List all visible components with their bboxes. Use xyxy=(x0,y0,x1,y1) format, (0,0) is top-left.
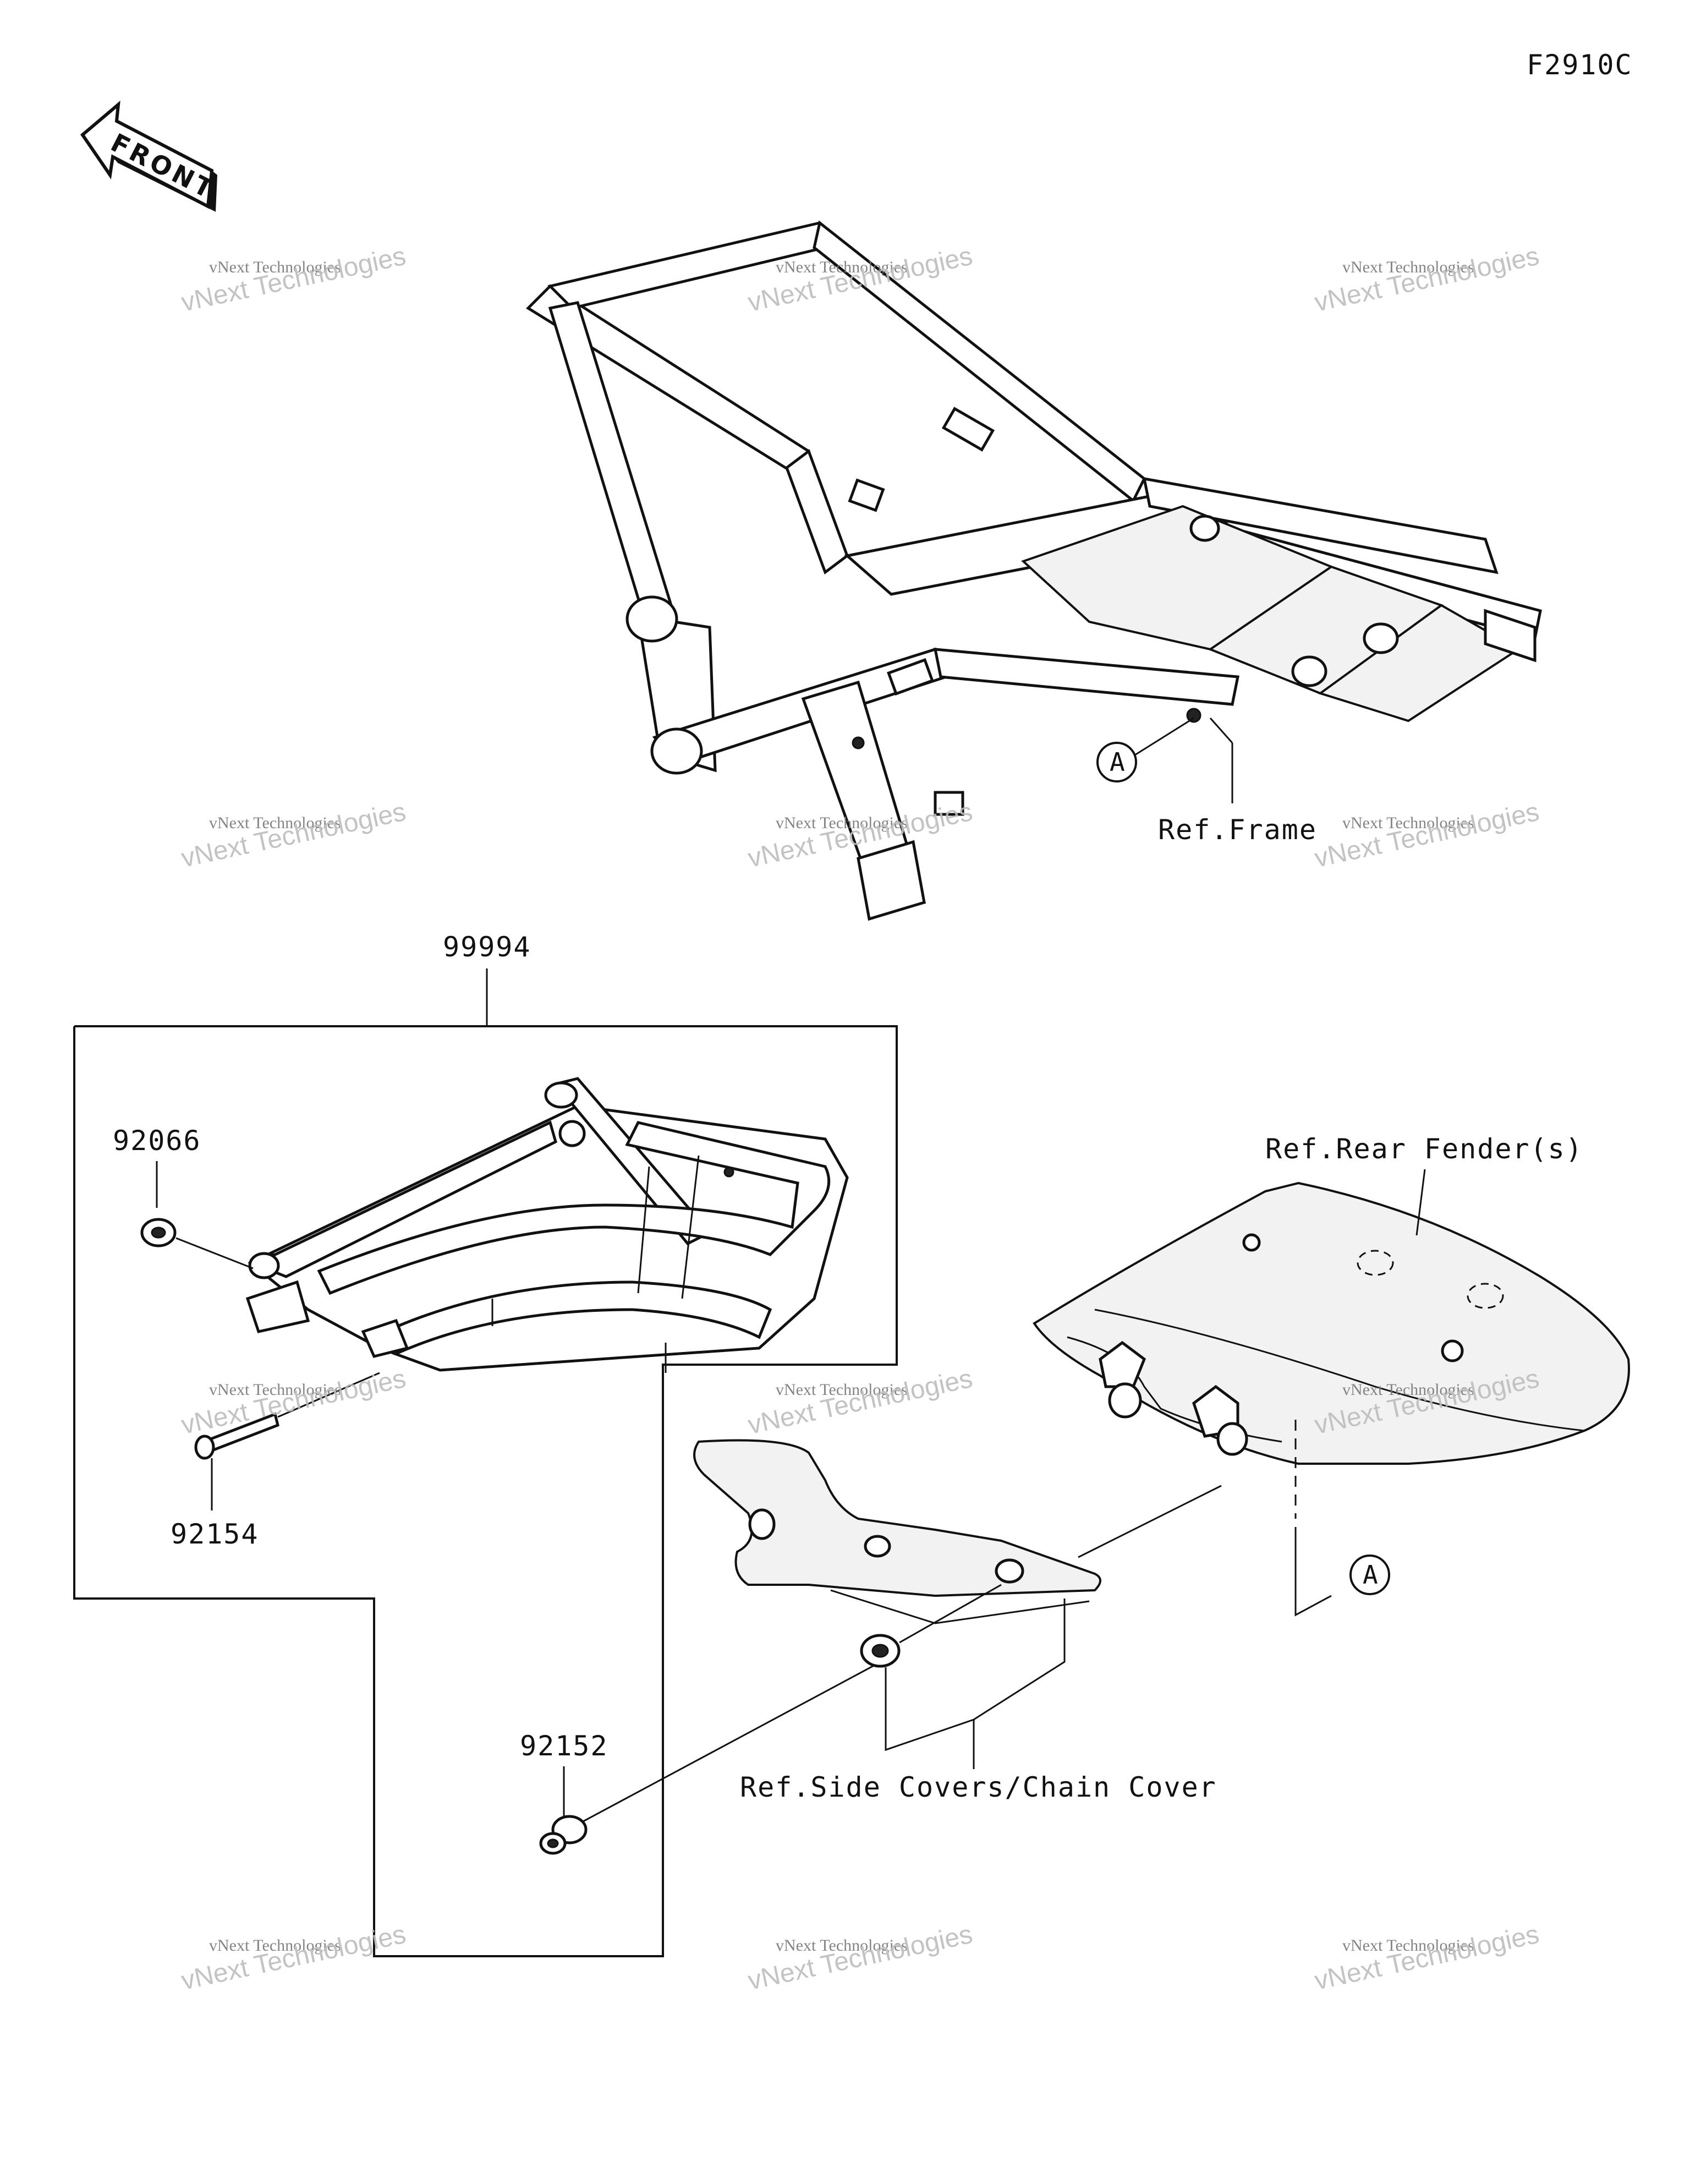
watermark: vNext Technologies vNext Technologies xyxy=(1312,242,1541,318)
part-number-92154: 92154 xyxy=(171,1518,259,1550)
watermark-line2: vNext Technologies xyxy=(179,1920,408,1996)
watermark-line2: vNext Technologies xyxy=(179,797,408,873)
part-number-92152: 92152 xyxy=(520,1730,608,1762)
kit-outline-box xyxy=(73,1025,898,1957)
watermark-line2: vNext Technologies xyxy=(179,1364,408,1440)
watermark-line2: vNext Technologies xyxy=(179,242,408,318)
watermark-line1: vNext Technologies xyxy=(209,814,341,832)
watermark: vNext Technologies vNext Technologies xyxy=(1312,1920,1541,1996)
watermark-line2: vNext Technologies xyxy=(745,1920,975,1996)
grab-rail-illustration xyxy=(245,1077,849,1373)
watermark-line1: vNext Technologies xyxy=(209,258,341,276)
watermark: vNext Technologies vNext Technologies xyxy=(179,797,408,873)
nut-92066-icon xyxy=(140,1218,177,1247)
ref-frame-callout: Ref.Frame xyxy=(1158,814,1317,846)
marker-a-frame xyxy=(1096,742,1137,782)
part-number-92066: 92066 xyxy=(113,1125,201,1157)
watermark-line1: vNext Technologies xyxy=(209,1936,341,1955)
watermark-line2: vNext Technologies xyxy=(745,1364,975,1440)
watermark-line1: vNext Technologies xyxy=(1342,1936,1474,1955)
grommet-icon xyxy=(860,1634,901,1668)
watermark-line1: vNext Technologies xyxy=(776,258,908,276)
watermark: vNext Technologies vNext Technologies xyxy=(179,1364,408,1440)
watermark-line2: vNext Technologies xyxy=(1312,1920,1541,1996)
watermark: vNext Technologies vNext Technologies xyxy=(1312,797,1541,873)
frame-illustration xyxy=(526,220,1542,921)
marker-a-frame-label: A xyxy=(1110,747,1125,777)
watermark: vNext Technologies vNext Technologies xyxy=(745,1364,975,1440)
ref-side-covers-callout: Ref.Side Covers/Chain Cover xyxy=(740,1771,1217,1803)
watermark-line1: vNext Technologies xyxy=(776,1936,908,1955)
watermark-line2: vNext Technologies xyxy=(1312,797,1541,873)
watermark-line2: vNext Technologies xyxy=(1312,242,1541,318)
part-number-99994: 99994 xyxy=(443,931,531,963)
side-cover-illustration xyxy=(693,1439,1101,1624)
watermark: vNext Technologies vNext Technologies xyxy=(745,1920,975,1996)
marker-a-fender-label: A xyxy=(1363,1560,1378,1590)
watermark: vNext Technologies vNext Technologies xyxy=(179,1920,408,1996)
rear-fender-illustration xyxy=(1033,1181,1630,1519)
collar-92152-icon xyxy=(539,1815,588,1855)
watermark-line1: vNext Technologies xyxy=(209,1381,341,1399)
ref-rear-fender-callout: Ref.Rear Fender(s) xyxy=(1265,1133,1583,1165)
diagram-code: F2910C xyxy=(1527,49,1633,81)
front-arrow-icon: FRONT xyxy=(80,100,221,212)
bolt-92154-icon xyxy=(194,1412,279,1460)
marker-a-fender xyxy=(1349,1554,1390,1595)
watermark-line1: vNext Technologies xyxy=(776,1381,908,1399)
watermark: vNext Technologies vNext Technologies xyxy=(179,242,408,318)
watermark-line1: vNext Technologies xyxy=(776,814,908,832)
watermark-line1: vNext Technologies xyxy=(1342,1381,1474,1399)
watermark-line1: vNext Technologies xyxy=(1342,814,1474,832)
watermark-line1: vNext Technologies xyxy=(1342,258,1474,276)
